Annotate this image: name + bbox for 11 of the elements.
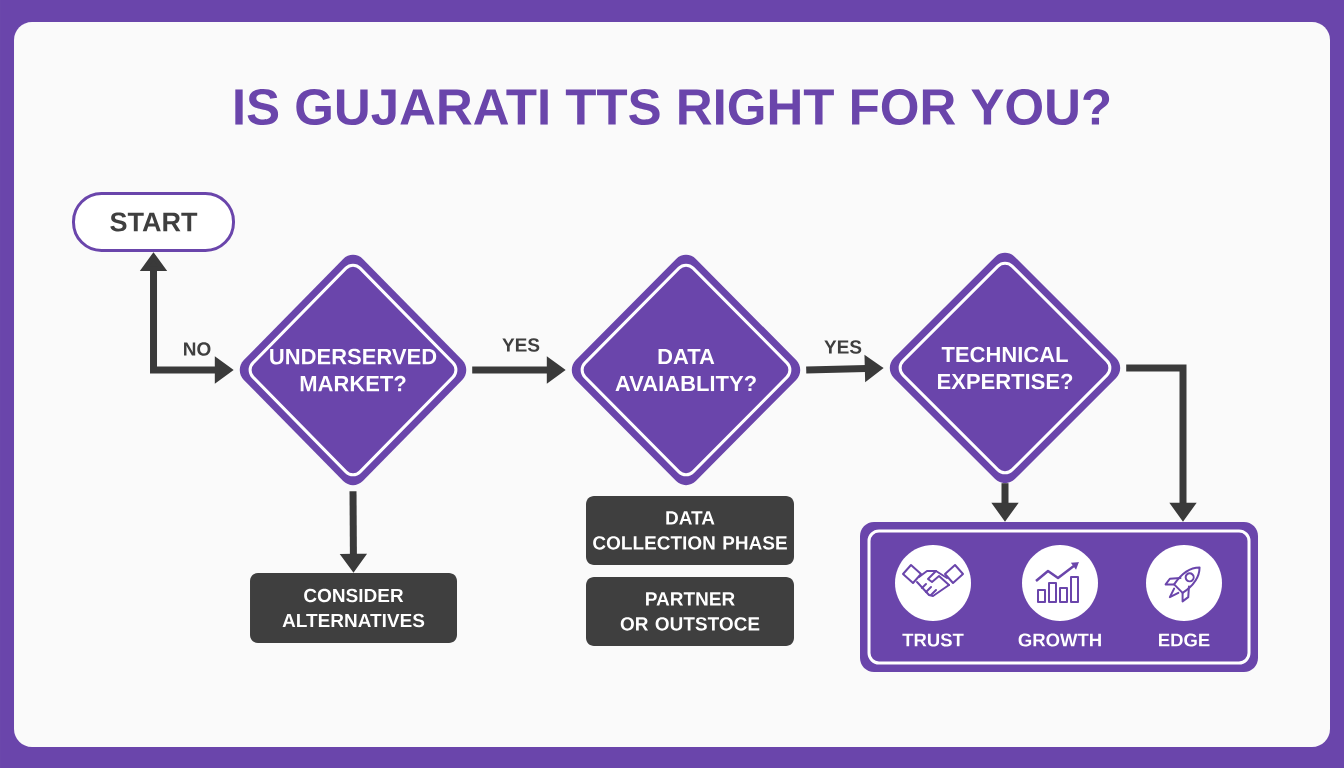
icon-caption: EDGE: [1159, 633, 1210, 647]
title: IS GUJARATI TTS RIGHT FOR YOU?: [235, 88, 1110, 126]
edge-label: NO: [181, 341, 213, 357]
process-box: DATA COLLECTION PHASE: [586, 496, 794, 565]
edge-label: YES: [501, 337, 541, 353]
process-box: CONSIDER ALTERNATIVES: [250, 573, 457, 643]
edge-label: YES: [823, 339, 863, 355]
icon-caption: TRUST: [902, 633, 964, 647]
icon-caption: GROWTH: [1018, 633, 1101, 647]
process-box: PARTNER OR OUTSTOCE: [586, 577, 794, 646]
start-terminal: START: [72, 192, 235, 252]
